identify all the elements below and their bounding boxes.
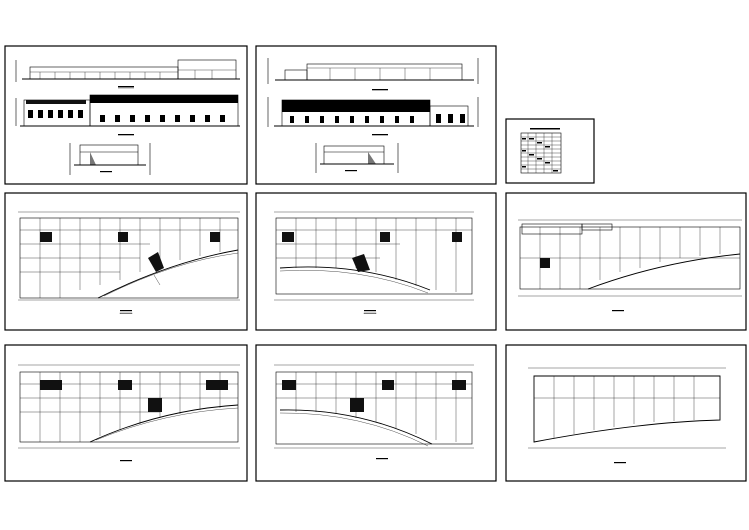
elevation-top [15, 59, 240, 89]
elevation-top-2 [267, 58, 479, 91]
section-drawing-2 [315, 143, 399, 173]
panel-door-window-schedule [505, 118, 595, 184]
panel-floor-plan-3 [505, 192, 747, 331]
elevation-middle [15, 94, 240, 136]
panel-floor-plan-4 [4, 344, 248, 482]
panel-floor-plan-5 [255, 344, 497, 482]
section-drawing [69, 143, 151, 175]
panel-elevations-1 [4, 45, 248, 185]
elevation-middle-2 [267, 97, 479, 136]
panel-floor-plan-2 [255, 192, 497, 331]
panel-elevations-2 [255, 45, 497, 185]
panel-floor-plan-1 [4, 192, 248, 331]
panel-roof-plan [505, 344, 747, 482]
